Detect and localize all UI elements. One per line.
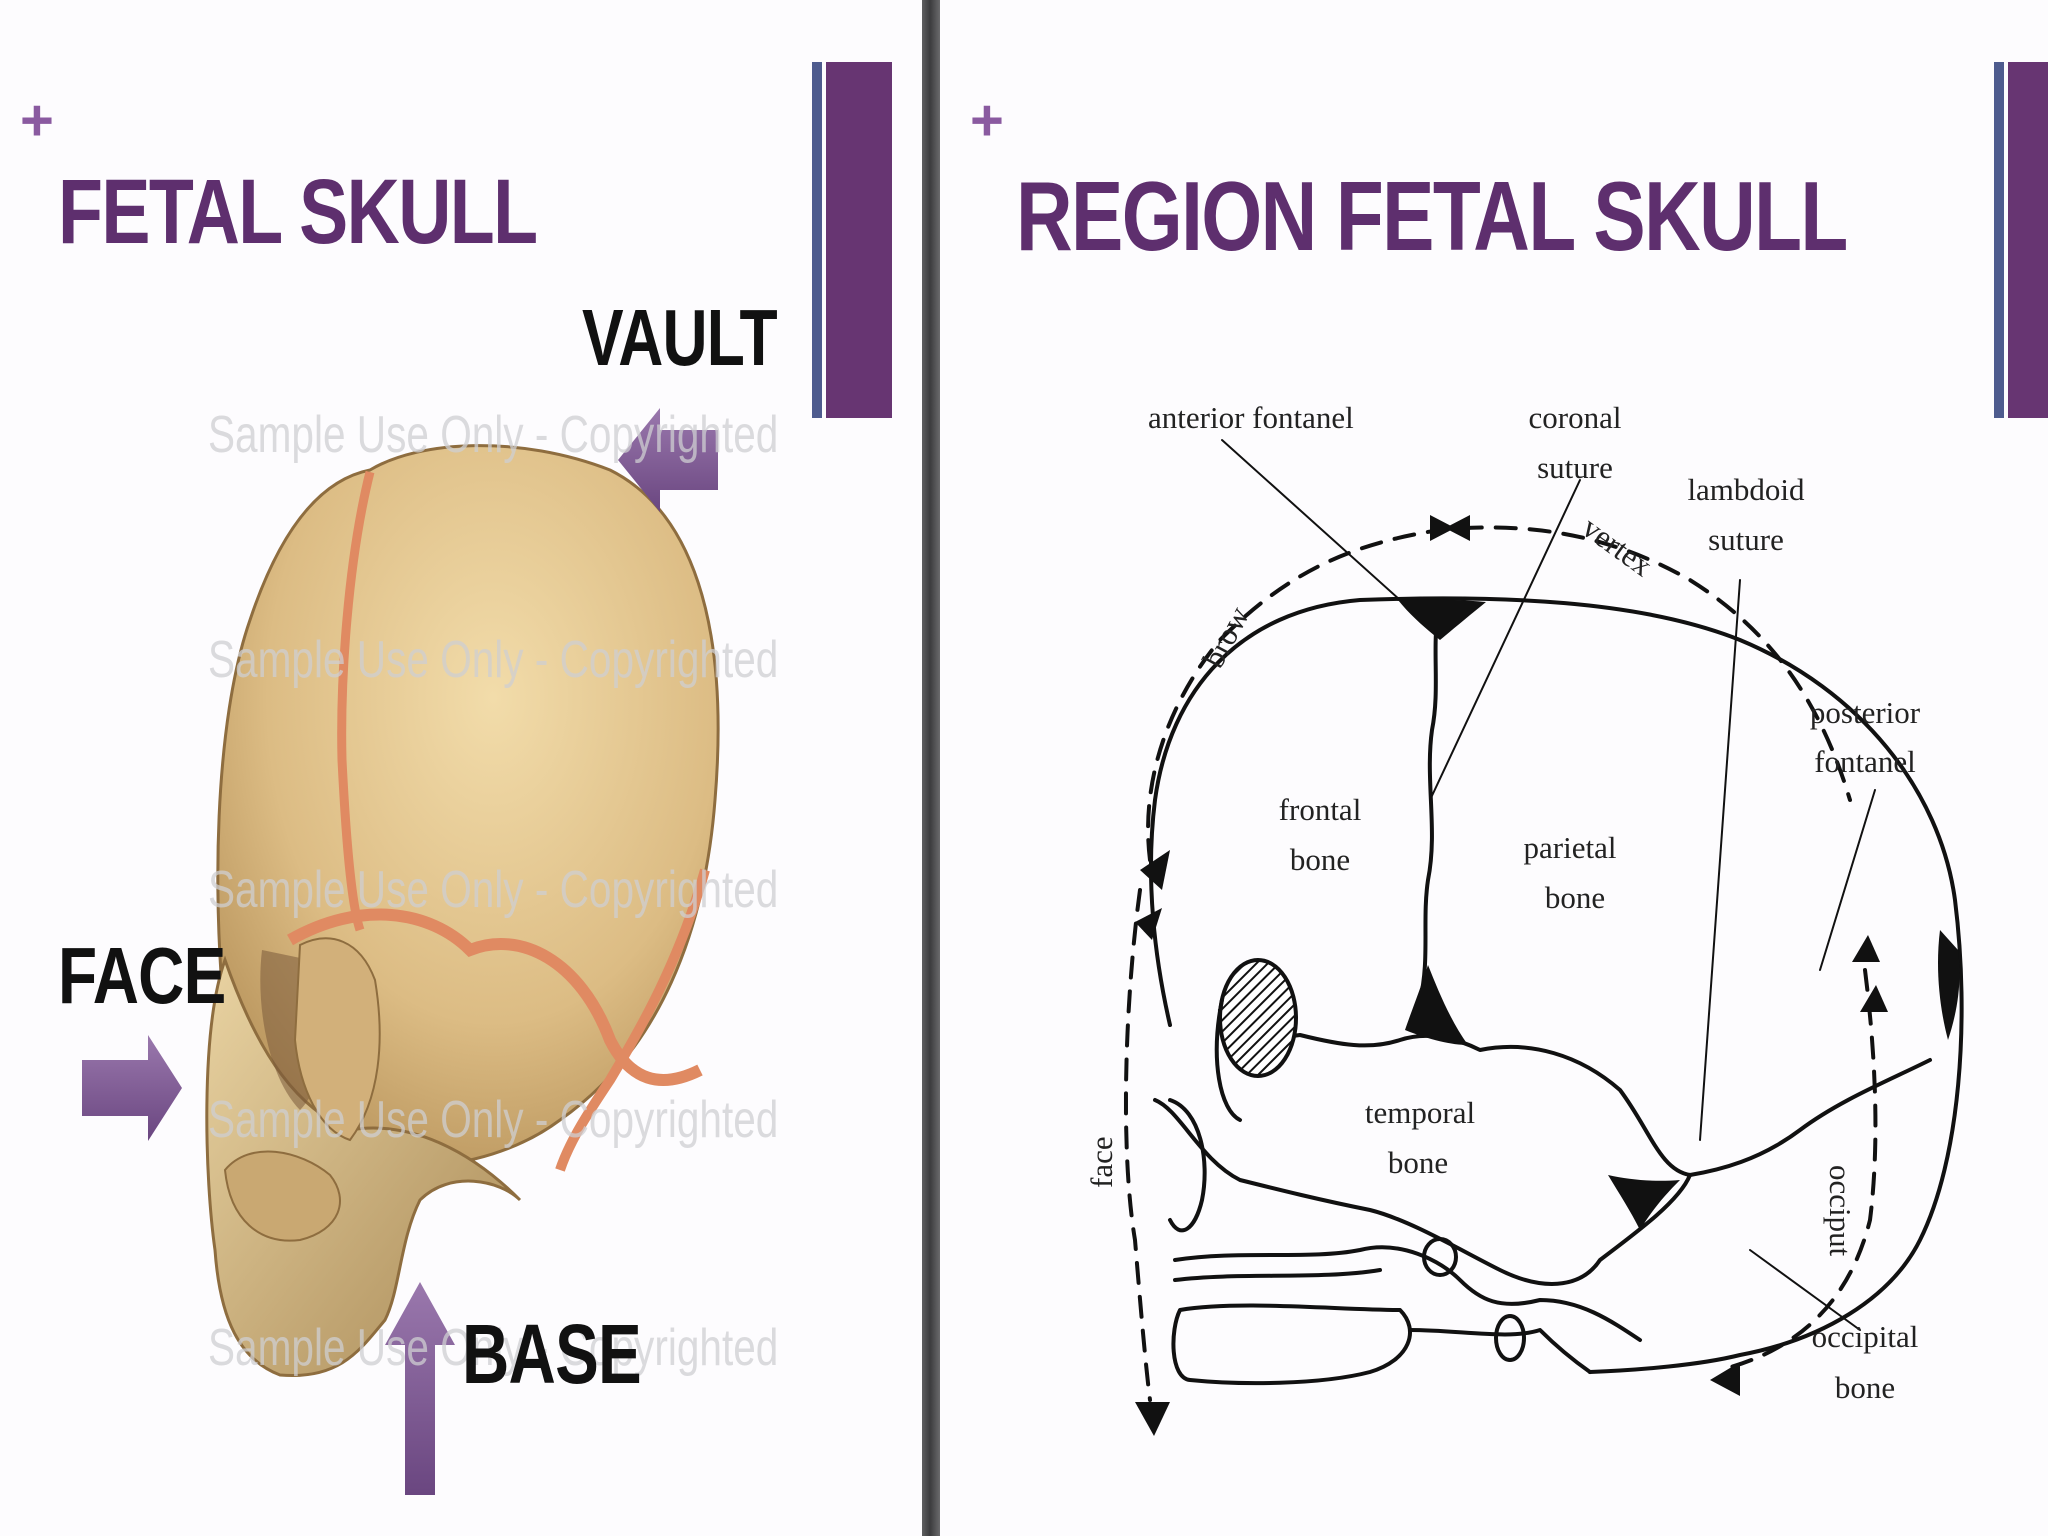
brow-arrowhead: [1140, 850, 1170, 890]
sphenoid-fontanel: [1405, 965, 1468, 1045]
label-coronal-1: coronal: [1529, 400, 1622, 435]
squamosal-suture: [287, 908, 703, 1086]
label-occipital-2: bone: [1835, 1370, 1895, 1405]
temporal-lower: [1153, 1098, 1692, 1286]
temporal-outline: [1218, 1008, 1932, 1177]
label-coronal-2: suture: [1537, 450, 1613, 485]
label-anterior-fontanel: anterior fontanel: [1148, 400, 1354, 435]
orbit: [1218, 958, 1298, 1078]
vertex-arrowhead-left: [1430, 515, 1455, 541]
base-label: BASE: [462, 1307, 642, 1401]
slide-fetal-skull: + FETAL SKULL: [0, 0, 922, 1536]
mastoid: [1422, 1237, 1458, 1277]
label-lambdoid-2: suture: [1708, 522, 1784, 557]
jaw-upper: [1173, 1245, 1642, 1342]
pointer-occipital: [1749, 1249, 1861, 1331]
plus-mark: +: [970, 88, 1004, 153]
watermark-1: Sample Use Only - Copyrighted: [208, 406, 779, 464]
jaw-lower: [1171, 1303, 1412, 1386]
label-vertex: vertex: [1576, 509, 1660, 583]
slide-region-fetal-skull: + REGION FETAL SKULL: [940, 0, 2048, 1536]
orbit-outer: [1214, 998, 1242, 1122]
mandible: [1408, 1328, 1592, 1374]
label-temporal-1: temporal: [1365, 1095, 1475, 1130]
accent-bar-thin: [812, 62, 822, 418]
occiput-arrowhead-mid: [1860, 985, 1888, 1012]
label-posterior-2: fontanel: [1814, 744, 1916, 779]
face-arrowhead-bottom: [1135, 1402, 1170, 1436]
ear-opening: [1494, 1314, 1526, 1362]
face-label: FACE: [58, 931, 226, 1020]
label-temporal-2: bone: [1388, 1145, 1448, 1180]
vault-label: VAULT: [582, 293, 778, 382]
posterior-fontanel: [1937, 930, 1960, 1040]
slide-title: FETAL SKULL: [58, 161, 538, 263]
slide-divider: [922, 0, 940, 1536]
pointer-posterior-fontanel: [1819, 789, 1876, 971]
accent-bar-thin: [1994, 62, 2004, 418]
jaw-bar: [1173, 1268, 1382, 1282]
label-lambdoid-1: lambdoid: [1687, 472, 1805, 507]
skull-outline: [1149, 596, 1964, 1374]
brow-vertex-arc: [1146, 525, 1852, 862]
label-frontal-2: bone: [1290, 842, 1350, 877]
watermark-5: Sample Use Only - Copyrighted: [208, 1319, 779, 1377]
face-arrow: [82, 1035, 182, 1141]
lambdoid-suture: [555, 868, 710, 1172]
label-face: face: [1084, 1136, 1119, 1188]
label-parietal-1: parietal: [1524, 830, 1617, 865]
vertex-arrowhead-right: [1445, 515, 1470, 541]
occiput-arc: [1718, 968, 1878, 1372]
vault-arrow: [618, 408, 718, 512]
base-arrow: [385, 1282, 455, 1495]
nasal: [1168, 1098, 1207, 1233]
coronal-suture: [337, 470, 375, 932]
face-arrowhead-top: [1135, 908, 1162, 940]
occiput-arrowhead-top: [1852, 935, 1880, 962]
accent-bar-thick: [826, 62, 892, 418]
label-occiput: occiput: [1823, 1165, 1858, 1257]
label-parietal-2: bone: [1545, 880, 1605, 915]
face-arc: [1123, 888, 1152, 1402]
label-occipital-1: occipital: [1812, 1319, 1919, 1354]
pointer-coronal: [1429, 479, 1581, 801]
temporal-region: [293, 937, 381, 1142]
slide-title: REGION FETAL SKULL: [1016, 161, 1848, 271]
skull-regions-diagram: anterior fontanel coronal suture lambdoi…: [1084, 400, 1964, 1436]
mastoid-fontanel: [1608, 1175, 1680, 1230]
watermark-4: Sample Use Only - Copyrighted: [208, 1091, 779, 1149]
anterior-fontanel: [1398, 599, 1486, 640]
label-posterior-1: posterior: [1810, 695, 1921, 730]
pointer-lambdoid: [1699, 579, 1741, 1141]
accent-bar-thick: [2008, 62, 2048, 418]
watermark-3: Sample Use Only - Copyrighted: [208, 861, 779, 919]
skull-illustration: [82, 408, 720, 1495]
label-frontal-1: frontal: [1279, 792, 1362, 827]
occiput-arrowhead-bottom: [1710, 1362, 1740, 1396]
watermark-2: Sample Use Only - Copyrighted: [208, 631, 779, 689]
pointer-anterior-fontanel: [1221, 439, 1401, 601]
plus-mark: +: [20, 88, 54, 153]
coronal-suture-line: [1418, 610, 1440, 1002]
maxilla: [223, 1150, 341, 1242]
